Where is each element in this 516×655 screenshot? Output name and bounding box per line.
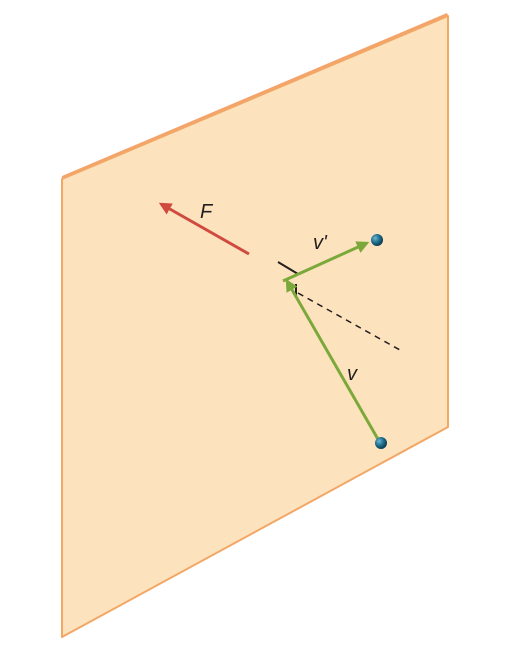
- velocity-after-label: v': [313, 232, 328, 254]
- ball-final: [371, 234, 383, 246]
- normal-tick-top: [277, 261, 299, 275]
- velocity-after-arrow: [282, 241, 370, 283]
- force-arrow: [158, 202, 250, 256]
- force-label: F: [200, 201, 214, 223]
- ball-initial: [375, 437, 387, 449]
- velocity-before-label: v: [347, 363, 358, 385]
- normal-dashed-line: [297, 292, 401, 351]
- velocity-before-arrow: [285, 278, 381, 442]
- wall-panel: [61, 15, 449, 638]
